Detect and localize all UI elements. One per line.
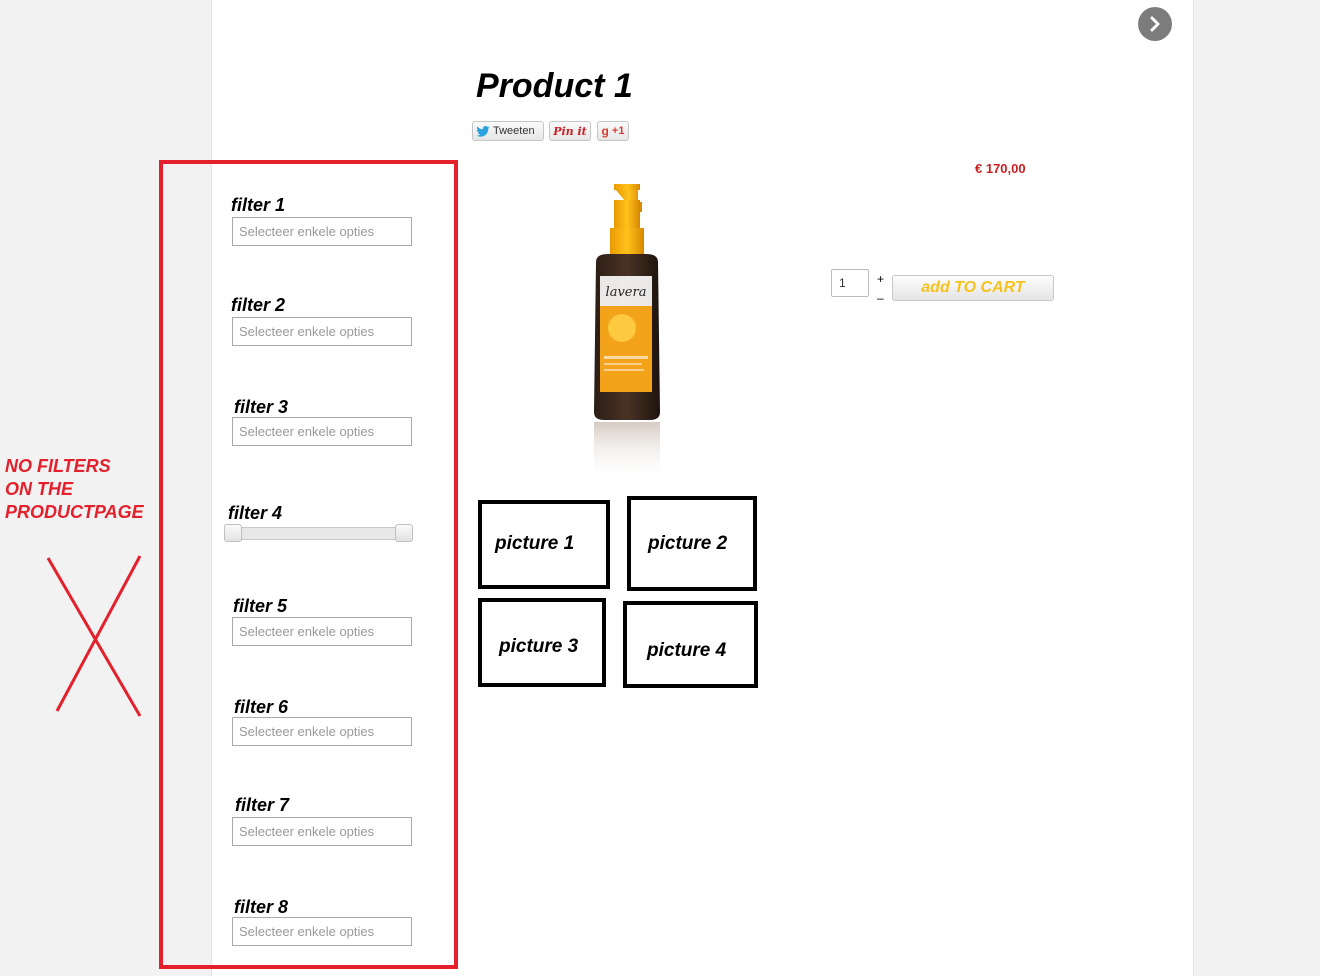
thumbnail-picture[interactable]: picture 3 — [478, 598, 606, 687]
filters-highlight-box — [159, 160, 458, 969]
tweet-button[interactable]: Tweeten — [472, 121, 544, 141]
filter-select[interactable] — [232, 217, 412, 246]
range-slider-max-handle[interactable] — [395, 524, 413, 542]
quantity-increment-button[interactable]: + — [877, 272, 885, 286]
pin-it-button[interactable]: Pin it — [549, 121, 591, 141]
annotation-note: NO FILTERS ON THE PRODUCTPAGE — [5, 455, 144, 524]
twitter-bird-icon — [476, 125, 490, 137]
quantity-decrement-button[interactable]: – — [877, 291, 884, 305]
thumbnail-picture[interactable]: picture 1 — [478, 500, 610, 589]
filter-label: filter 3 — [234, 397, 289, 417]
filter-label: filter 5 — [233, 596, 288, 616]
filter-select[interactable] — [232, 317, 412, 346]
filter-select[interactable] — [232, 917, 412, 946]
filter-select[interactable] — [232, 817, 412, 846]
thumbnail-label: picture 2 — [648, 533, 728, 554]
filter-label: filter 8 — [234, 897, 289, 917]
filter-label: filter 6 — [234, 697, 289, 717]
range-slider-min-handle[interactable] — [224, 524, 242, 542]
cross-out-mark — [46, 555, 142, 717]
product-title: Product 1 — [476, 67, 633, 105]
pin-it-label: Pin it — [553, 124, 587, 138]
google-plus-button[interactable]: g +1 — [597, 121, 629, 141]
tweet-label: Tweeten — [493, 125, 535, 137]
chevron-right-icon — [1150, 16, 1160, 32]
thumbnail-picture[interactable]: picture 4 — [623, 601, 758, 688]
filter-select[interactable] — [232, 717, 412, 746]
annotation-line: NO FILTERS — [5, 456, 111, 476]
filter-label: filter 1 — [231, 195, 286, 215]
thumbnail-label: picture 3 — [499, 636, 579, 657]
filter-select[interactable] — [232, 617, 412, 646]
range-slider-track[interactable] — [224, 527, 413, 540]
product-brand-text: lavera — [606, 285, 647, 300]
thumbnail-picture[interactable]: picture 2 — [627, 496, 757, 591]
add-to-cart-button[interactable]: add TO CART — [892, 275, 1054, 301]
next-product-button[interactable] — [1138, 7, 1172, 41]
filter-label: filter 7 — [235, 795, 290, 815]
google-plus-label: +1 — [611, 125, 625, 137]
thumbnail-label: picture 4 — [647, 640, 727, 661]
product-price: € 170,00 — [975, 161, 1026, 176]
annotation-line: ON THE — [5, 479, 74, 499]
filter-select[interactable] — [232, 417, 412, 446]
thumbnail-label: picture 1 — [495, 533, 575, 554]
annotation-line: PRODUCTPAGE — [5, 502, 144, 522]
filter-label: filter 2 — [231, 295, 286, 315]
filter-label: filter 4 — [228, 503, 283, 523]
google-plus-icon: g — [601, 124, 609, 138]
product-image: lavera — [594, 184, 660, 482]
quantity-input[interactable] — [831, 269, 869, 297]
